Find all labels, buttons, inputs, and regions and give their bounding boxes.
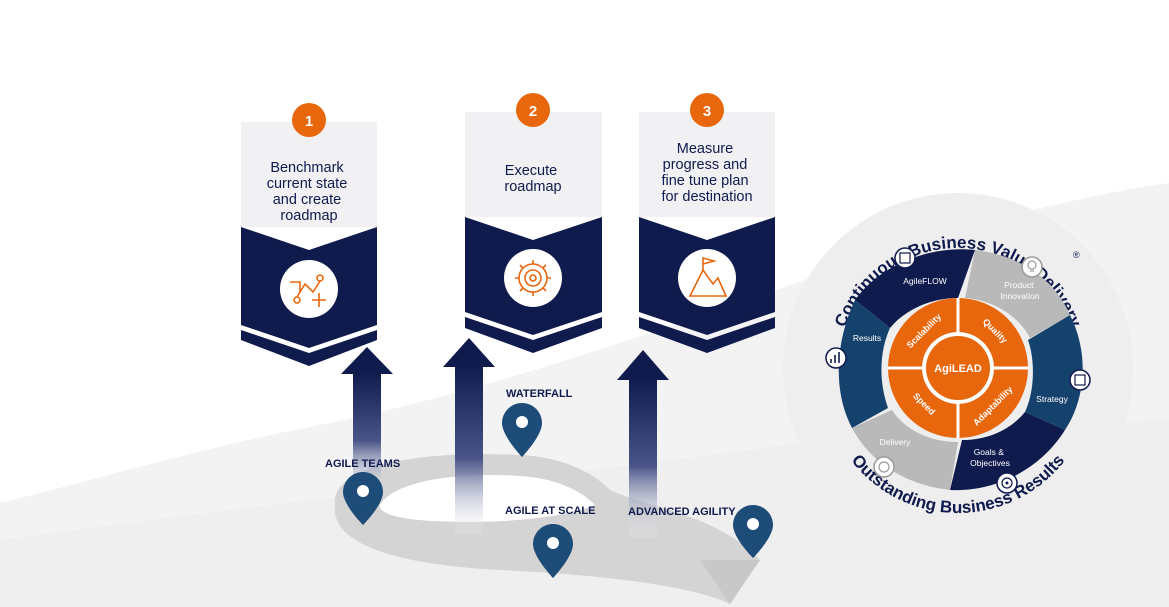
step-text-2: Execute roadmap [504,163,561,195]
label-advanced-agility: ADVANCED AGILITY [628,506,736,518]
segment-goals [950,412,1065,491]
step-badge-1 [292,103,326,137]
label-agile-at-scale: AGILE AT SCALE [505,505,595,517]
step-text-3: Measure progress and fine tune plan for … [661,141,752,205]
step-badge-2 [516,93,550,127]
label-waterfall: WATERFALL [506,388,573,400]
step-number-3: 3 [703,103,711,120]
step-card-2: 2 Execute roadmap [465,93,602,353]
network-icon [290,274,326,307]
step-card-3: 3 Measure progress and fine tune plan fo… [639,93,775,353]
agileflow-icon [894,247,916,269]
outer-label-results: Results [853,333,881,343]
agilead-wheel: Continuous Business Value Delivery ® Out… [783,193,1133,543]
outer-label-agileflow: AgileFLOW [903,276,946,286]
registered-mark: ® [1073,250,1080,260]
lightbulb-icon [1021,256,1043,278]
outer-label-goals: Goals & Objectives [970,447,1010,468]
bar-chart-icon [825,347,847,369]
segment-delivery [852,410,958,490]
compass-icon [873,456,895,478]
step-text-1: Benchmark current state and create roadm… [267,160,352,224]
outer-label-delivery: Delivery [880,437,911,447]
segment-results [838,300,890,428]
pin-agile-teams [343,472,383,525]
outer-label-strategy: Strategy [1036,394,1068,404]
pin-agile-at-scale [533,524,573,578]
outer-label-product: Product Innovation [1000,280,1039,301]
segment-strategy [1025,315,1083,430]
target-icon [996,472,1018,494]
segment-product-innovation [965,250,1070,338]
step-badge-3 [690,93,724,127]
mountain-flag-icon [688,256,728,297]
pin-advanced-agility [733,505,773,558]
step-number-2: 2 [529,103,537,120]
strategy-icon [1069,369,1091,391]
pin-waterfall [502,403,542,457]
up-arrow-3 [617,350,669,538]
up-arrow-2 [443,338,495,535]
label-agile-teams: AGILE TEAMS [325,458,400,470]
step-card-1: 1 Benchmark current state and create roa… [241,103,377,366]
gear-icon [515,260,551,296]
segment-agileflow [855,249,975,328]
wheel-center-label: AgiLEAD [934,363,982,375]
step-number-1: 1 [305,113,313,130]
